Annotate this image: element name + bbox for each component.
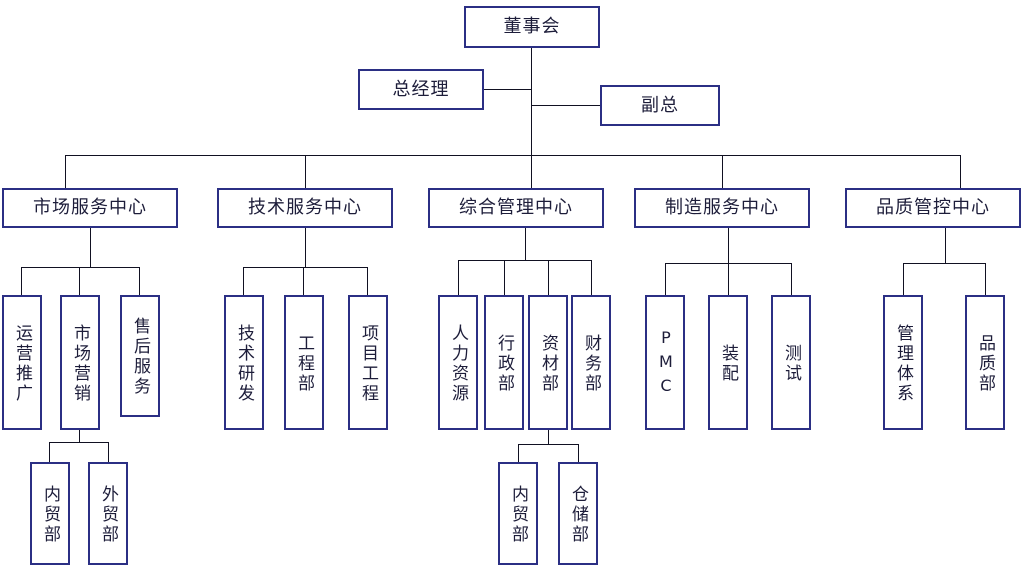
connector-tech-drop-3	[367, 267, 368, 295]
node-subdept-warehouse[interactable]: 仓储部	[558, 462, 598, 565]
connector-tech-drop-1	[243, 267, 244, 295]
node-general-manager[interactable]: 总经理	[358, 69, 484, 110]
node-dept-project-engineering[interactable]: 项目工程	[348, 295, 388, 430]
node-dept-human-resources-label: 人力资源	[448, 323, 469, 404]
node-dept-human-resources[interactable]: 人力资源	[438, 295, 478, 430]
connector-quality-drop-2	[985, 263, 986, 295]
node-center-general-admin-label: 综合管理中心	[459, 197, 573, 219]
connector-center-drop-3	[531, 155, 532, 188]
node-dept-management-system[interactable]: 管理体系	[883, 295, 923, 430]
node-center-tech-service[interactable]: 技术服务中心	[217, 188, 393, 228]
connector-manufacturing-drop-2	[728, 263, 729, 295]
connector-marketing-drop-1	[49, 442, 50, 462]
node-subdept-foreign-trade[interactable]: 外贸部	[88, 462, 128, 565]
node-board-label: 董事会	[503, 16, 561, 38]
connector-centers-bus	[65, 155, 960, 156]
connector-market-stem	[90, 228, 91, 267]
node-center-quality-control-label: 品质管控中心	[876, 197, 990, 219]
node-dept-finance[interactable]: 财务部	[571, 295, 611, 430]
connector-admin-drop-4	[591, 260, 592, 295]
node-subdept-domestic-trade-market[interactable]: 内贸部	[30, 462, 70, 565]
node-dept-testing[interactable]: 测试	[771, 295, 811, 430]
connector-tech-drop-2	[303, 267, 304, 295]
node-dept-pmc[interactable]: PMC	[645, 295, 685, 430]
node-dept-after-sales-label: 售后服务	[130, 317, 151, 397]
node-dept-engineering[interactable]: 工程部	[284, 295, 324, 430]
node-deputy-general[interactable]: 副总	[600, 85, 720, 126]
node-general-manager-label: 总经理	[392, 78, 450, 100]
node-deputy-general-label: 副总	[641, 94, 679, 116]
node-subdept-domestic-trade-materials[interactable]: 内贸部	[498, 462, 538, 565]
node-subdept-foreign-trade-label: 外贸部	[98, 484, 119, 545]
node-center-market-service[interactable]: 市场服务中心	[2, 188, 178, 228]
node-center-tech-service-label: 技术服务中心	[248, 197, 362, 219]
connector-quality-stem	[945, 228, 946, 263]
connector-board-stem	[531, 48, 532, 156]
node-dept-assembly-label: 装配	[718, 343, 739, 384]
connector-materials-stem	[548, 430, 549, 444]
node-center-quality-control[interactable]: 品质管控中心	[845, 188, 1021, 228]
connector-admin-drop-3	[548, 260, 549, 295]
connector-marketing-drop-2	[108, 442, 109, 462]
connector-general-manager	[484, 89, 532, 90]
node-board[interactable]: 董事会	[464, 6, 600, 48]
node-subdept-domestic-trade-market-label: 内贸部	[40, 484, 61, 545]
node-dept-operations-promotion[interactable]: 运营推广	[2, 295, 42, 430]
node-center-general-admin[interactable]: 综合管理中心	[428, 188, 604, 228]
connector-center-drop-5	[960, 155, 961, 188]
node-dept-engineering-label: 工程部	[294, 333, 315, 394]
connector-quality-drop-1	[903, 263, 904, 295]
connector-center-drop-4	[722, 155, 723, 188]
node-subdept-warehouse-label: 仓储部	[568, 484, 589, 545]
connector-market-bus	[21, 267, 139, 268]
connector-quality-bus	[903, 263, 985, 264]
node-dept-market-marketing-label: 市场营销	[70, 323, 91, 404]
node-dept-management-system-label: 管理体系	[893, 323, 914, 404]
connector-center-drop-1	[65, 155, 66, 188]
connector-tech-stem	[305, 228, 306, 267]
node-dept-materials-label: 资材部	[538, 333, 559, 394]
node-dept-testing-label: 测试	[781, 343, 802, 384]
connector-market-drop-1	[21, 267, 22, 295]
node-dept-admin-label: 行政部	[494, 333, 515, 394]
connector-marketing-stem	[79, 430, 80, 442]
connector-deputy-general	[531, 105, 601, 106]
node-dept-market-marketing[interactable]: 市场营销	[60, 295, 100, 430]
node-center-manufacturing-service[interactable]: 制造服务中心	[634, 188, 810, 228]
connector-market-drop-2	[79, 267, 80, 295]
node-dept-after-sales[interactable]: 售后服务	[120, 295, 160, 417]
node-dept-project-engineering-label: 项目工程	[358, 323, 379, 404]
connector-manufacturing-drop-3	[791, 263, 792, 295]
connector-materials-drop-1	[518, 444, 519, 462]
node-dept-tech-rd-label: 技术研发	[234, 323, 255, 404]
node-dept-assembly[interactable]: 装配	[708, 295, 748, 430]
node-center-manufacturing-service-label: 制造服务中心	[665, 197, 779, 219]
connector-admin-drop-1	[458, 260, 459, 295]
connector-marketing-bus	[49, 442, 109, 443]
connector-market-drop-3	[139, 267, 140, 295]
connector-materials-drop-2	[578, 444, 579, 462]
node-center-market-service-label: 市场服务中心	[33, 197, 147, 219]
connector-manufacturing-drop-1	[665, 263, 666, 295]
node-dept-quality-label: 品质部	[975, 333, 996, 394]
connector-admin-stem	[525, 228, 526, 260]
connector-manufacturing-stem	[728, 228, 729, 263]
node-dept-tech-rd[interactable]: 技术研发	[224, 295, 264, 430]
connector-materials-bus	[518, 444, 578, 445]
node-subdept-domestic-trade-materials-label: 内贸部	[508, 484, 529, 545]
node-dept-materials[interactable]: 资材部	[528, 295, 568, 430]
connector-admin-drop-2	[504, 260, 505, 295]
node-dept-pmc-label: PMC	[656, 327, 676, 400]
node-dept-finance-label: 财务部	[581, 333, 602, 394]
connector-center-drop-2	[305, 155, 306, 188]
node-dept-operations-promotion-label: 运营推广	[12, 323, 33, 404]
node-dept-quality[interactable]: 品质部	[965, 295, 1005, 430]
connector-admin-bus	[458, 260, 591, 261]
connector-tech-bus	[243, 267, 367, 268]
node-dept-admin[interactable]: 行政部	[484, 295, 524, 430]
